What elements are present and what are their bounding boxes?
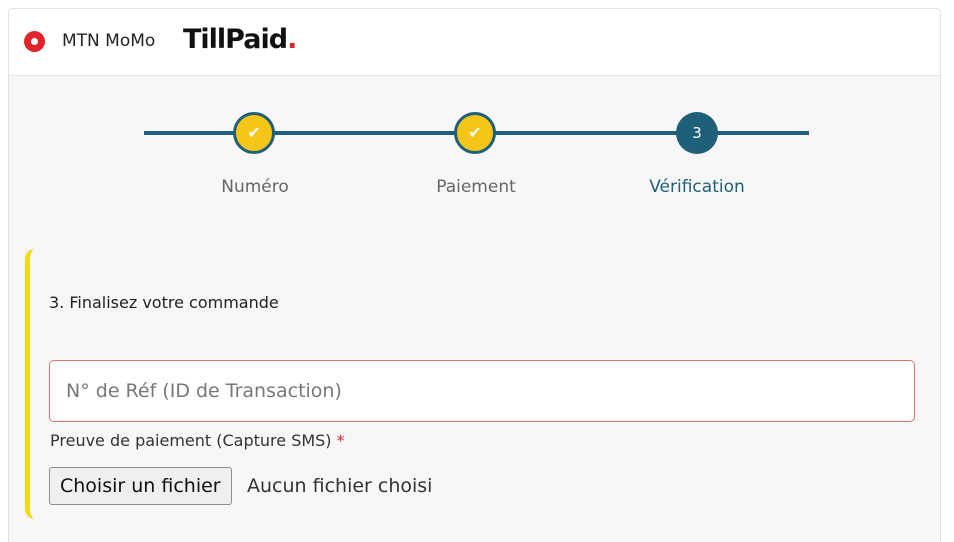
payment-method-header[interactable]: MTN MoMo TillPaid. — [9, 9, 940, 76]
logo-text: TillPaid — [183, 24, 288, 55]
step-2-check-icon: ✔ — [454, 112, 496, 154]
tillpaid-logo: TillPaid. — [183, 23, 297, 57]
progress-stepper: ✔ Numéro ✔ Paiement 3 Vérification — [9, 75, 940, 205]
proof-label-text: Preuve de paiement (Capture SMS) — [50, 431, 332, 450]
logo-dot: . — [287, 24, 297, 55]
payment-card: MTN MoMo TillPaid. ✔ Numéro ✔ Paiement 3… — [8, 8, 941, 542]
step-1-check-icon: ✔ — [233, 112, 275, 154]
payment-method-radio[interactable] — [24, 31, 45, 52]
file-status-text: Aucun fichier choisi — [247, 475, 433, 497]
payment-method-label[interactable]: MTN MoMo — [62, 31, 156, 51]
verification-panel: 3. Finalisez votre commande Preuve de pa… — [25, 249, 940, 519]
step-1-label: Numéro — [221, 177, 289, 197]
choose-file-button[interactable]: Choisir un fichier — [49, 467, 232, 505]
panel-title: 3. Finalisez votre commande — [49, 293, 279, 312]
step-3-label: Vérification — [649, 177, 745, 197]
transaction-ref-input[interactable] — [49, 360, 915, 422]
step-2-label: Paiement — [436, 177, 516, 197]
step-3-number: 3 — [676, 112, 718, 154]
proof-of-payment-label: Preuve de paiement (Capture SMS) * — [50, 430, 345, 452]
required-asterisk: * — [336, 431, 345, 450]
